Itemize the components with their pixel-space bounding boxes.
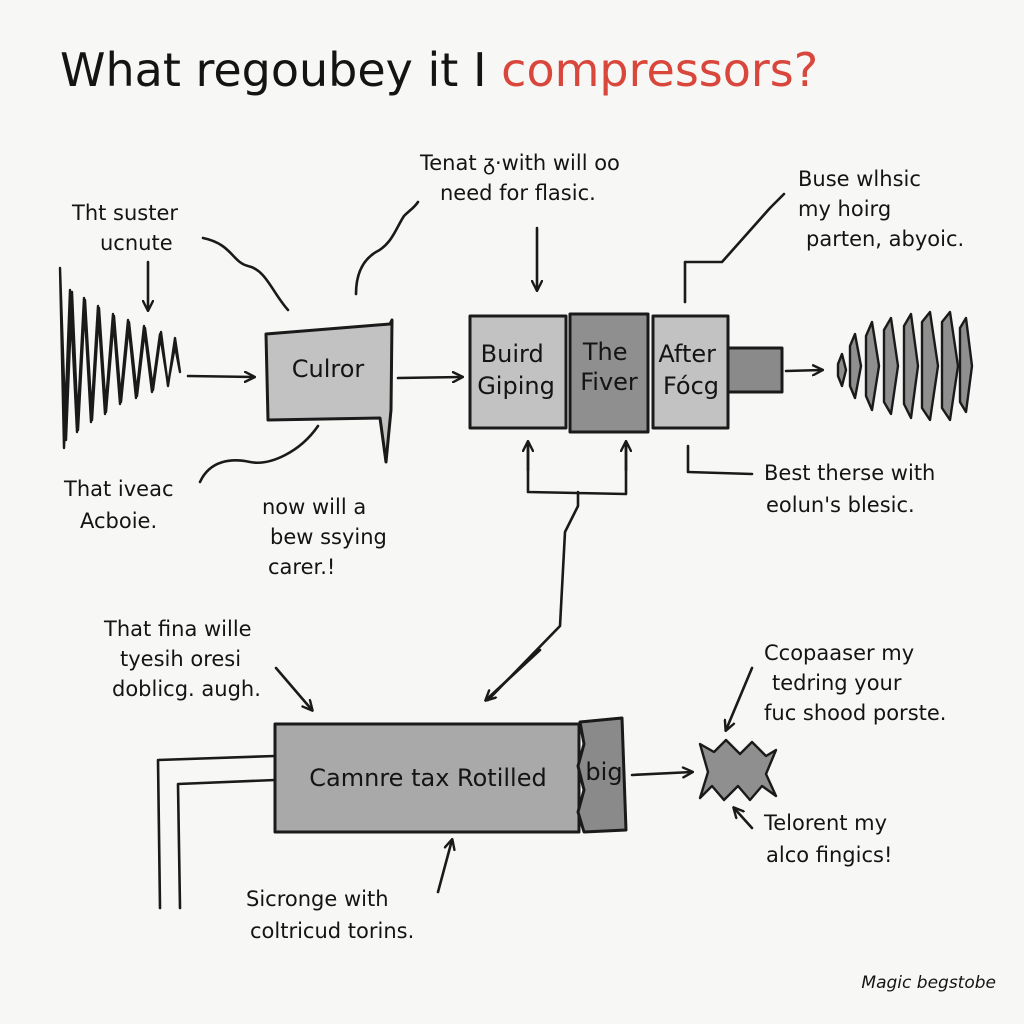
leader-input-bottom bbox=[198, 424, 320, 484]
note-lower-right-top: Ccopaaser my tedring your fuc shood pors… bbox=[764, 641, 946, 725]
leader-bottom-center bbox=[436, 840, 452, 894]
signature: Magic begstobe bbox=[861, 973, 996, 993]
note-top-right: Buse wlhsic my hoirg parten, abyoic. bbox=[798, 167, 964, 251]
title-highlight: compressors? bbox=[501, 43, 818, 97]
title-main: What regoubey it I bbox=[60, 43, 487, 97]
leader-culror-left bbox=[201, 236, 290, 312]
leader-lower-right-top bbox=[726, 666, 754, 730]
diagram-title: What regoubey it I compressors? bbox=[60, 43, 818, 97]
leader-lower-left bbox=[274, 666, 312, 710]
after-line-2: Fócg bbox=[663, 372, 719, 400]
arrow-input-to-culror bbox=[186, 376, 254, 377]
note-bottom-center: Sicronge with coltricud torins. bbox=[246, 887, 414, 943]
output-waveform-icon bbox=[836, 310, 974, 422]
culror-label: Culror bbox=[292, 355, 365, 383]
note-lower-left: That fina wille tyesih oresi doblicg. au… bbox=[103, 617, 261, 701]
camp-box bbox=[273, 722, 581, 834]
after-outlet bbox=[726, 346, 784, 394]
camp-label: Camnre tax Rotilled bbox=[309, 764, 546, 792]
fiver-line-2: Fiver bbox=[580, 368, 638, 396]
arrow-after-to-output bbox=[784, 370, 822, 371]
big-box bbox=[576, 716, 628, 834]
arrow-culror-to-buird bbox=[396, 377, 462, 378]
buird-line-1: Buird bbox=[481, 340, 544, 368]
after-box bbox=[651, 314, 730, 430]
buird-label: Buird Giping bbox=[477, 340, 555, 400]
note-input-top: Tht suster ucnute bbox=[71, 201, 185, 255]
inlet-pipe bbox=[156, 754, 277, 910]
note-input-bottom: That iveac Acboie. bbox=[63, 477, 180, 533]
fiver-box bbox=[568, 312, 650, 434]
culror-box bbox=[264, 318, 394, 464]
leader-culror-top bbox=[354, 200, 420, 296]
feedback-loop bbox=[486, 444, 628, 702]
note-top-center: Tenat ᵹ·with will oo need for flasic. bbox=[419, 151, 627, 205]
feedback-arrow-down bbox=[486, 648, 542, 700]
fiver-line-1: The bbox=[582, 338, 628, 366]
small-output-waveform-icon bbox=[698, 738, 778, 802]
after-label: After Fócg bbox=[658, 340, 723, 400]
leader-lower-right-bottom bbox=[734, 808, 754, 830]
fiver-label: The Fiver bbox=[580, 338, 638, 396]
buird-box bbox=[468, 314, 568, 430]
note-mid-right: Best therse with eolun's blesic. bbox=[764, 461, 942, 517]
leader-mid-right bbox=[686, 444, 754, 476]
input-waveform-icon bbox=[58, 266, 182, 450]
leader-top-right bbox=[683, 192, 786, 304]
note-lower-right-bottom: Telorent my alco fingics! bbox=[763, 811, 894, 867]
buird-line-2: Giping bbox=[477, 372, 555, 400]
after-line-1: After bbox=[658, 340, 716, 368]
big-label: big bbox=[585, 758, 622, 786]
arrow-big-to-waveform bbox=[630, 772, 692, 775]
note-culror-bottom: now will a bew ssying carer.! bbox=[262, 495, 394, 579]
